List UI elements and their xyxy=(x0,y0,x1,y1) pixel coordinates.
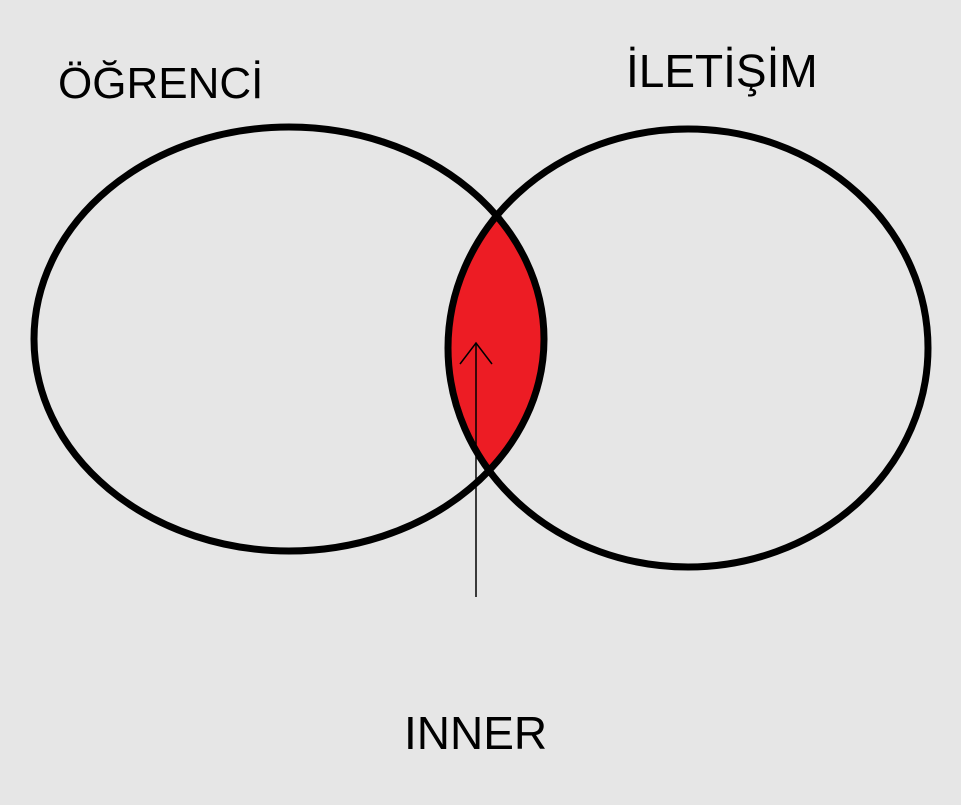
right-set-circle xyxy=(444,125,932,571)
right-set-label: İLETİŞİM xyxy=(626,45,818,97)
arrow-head xyxy=(459,341,493,365)
left-set-circle xyxy=(30,123,548,555)
intersection-label: INNER xyxy=(404,707,548,759)
pointer-arrow xyxy=(459,341,493,597)
left-set-label: ÖĞRENCİ xyxy=(58,59,264,108)
